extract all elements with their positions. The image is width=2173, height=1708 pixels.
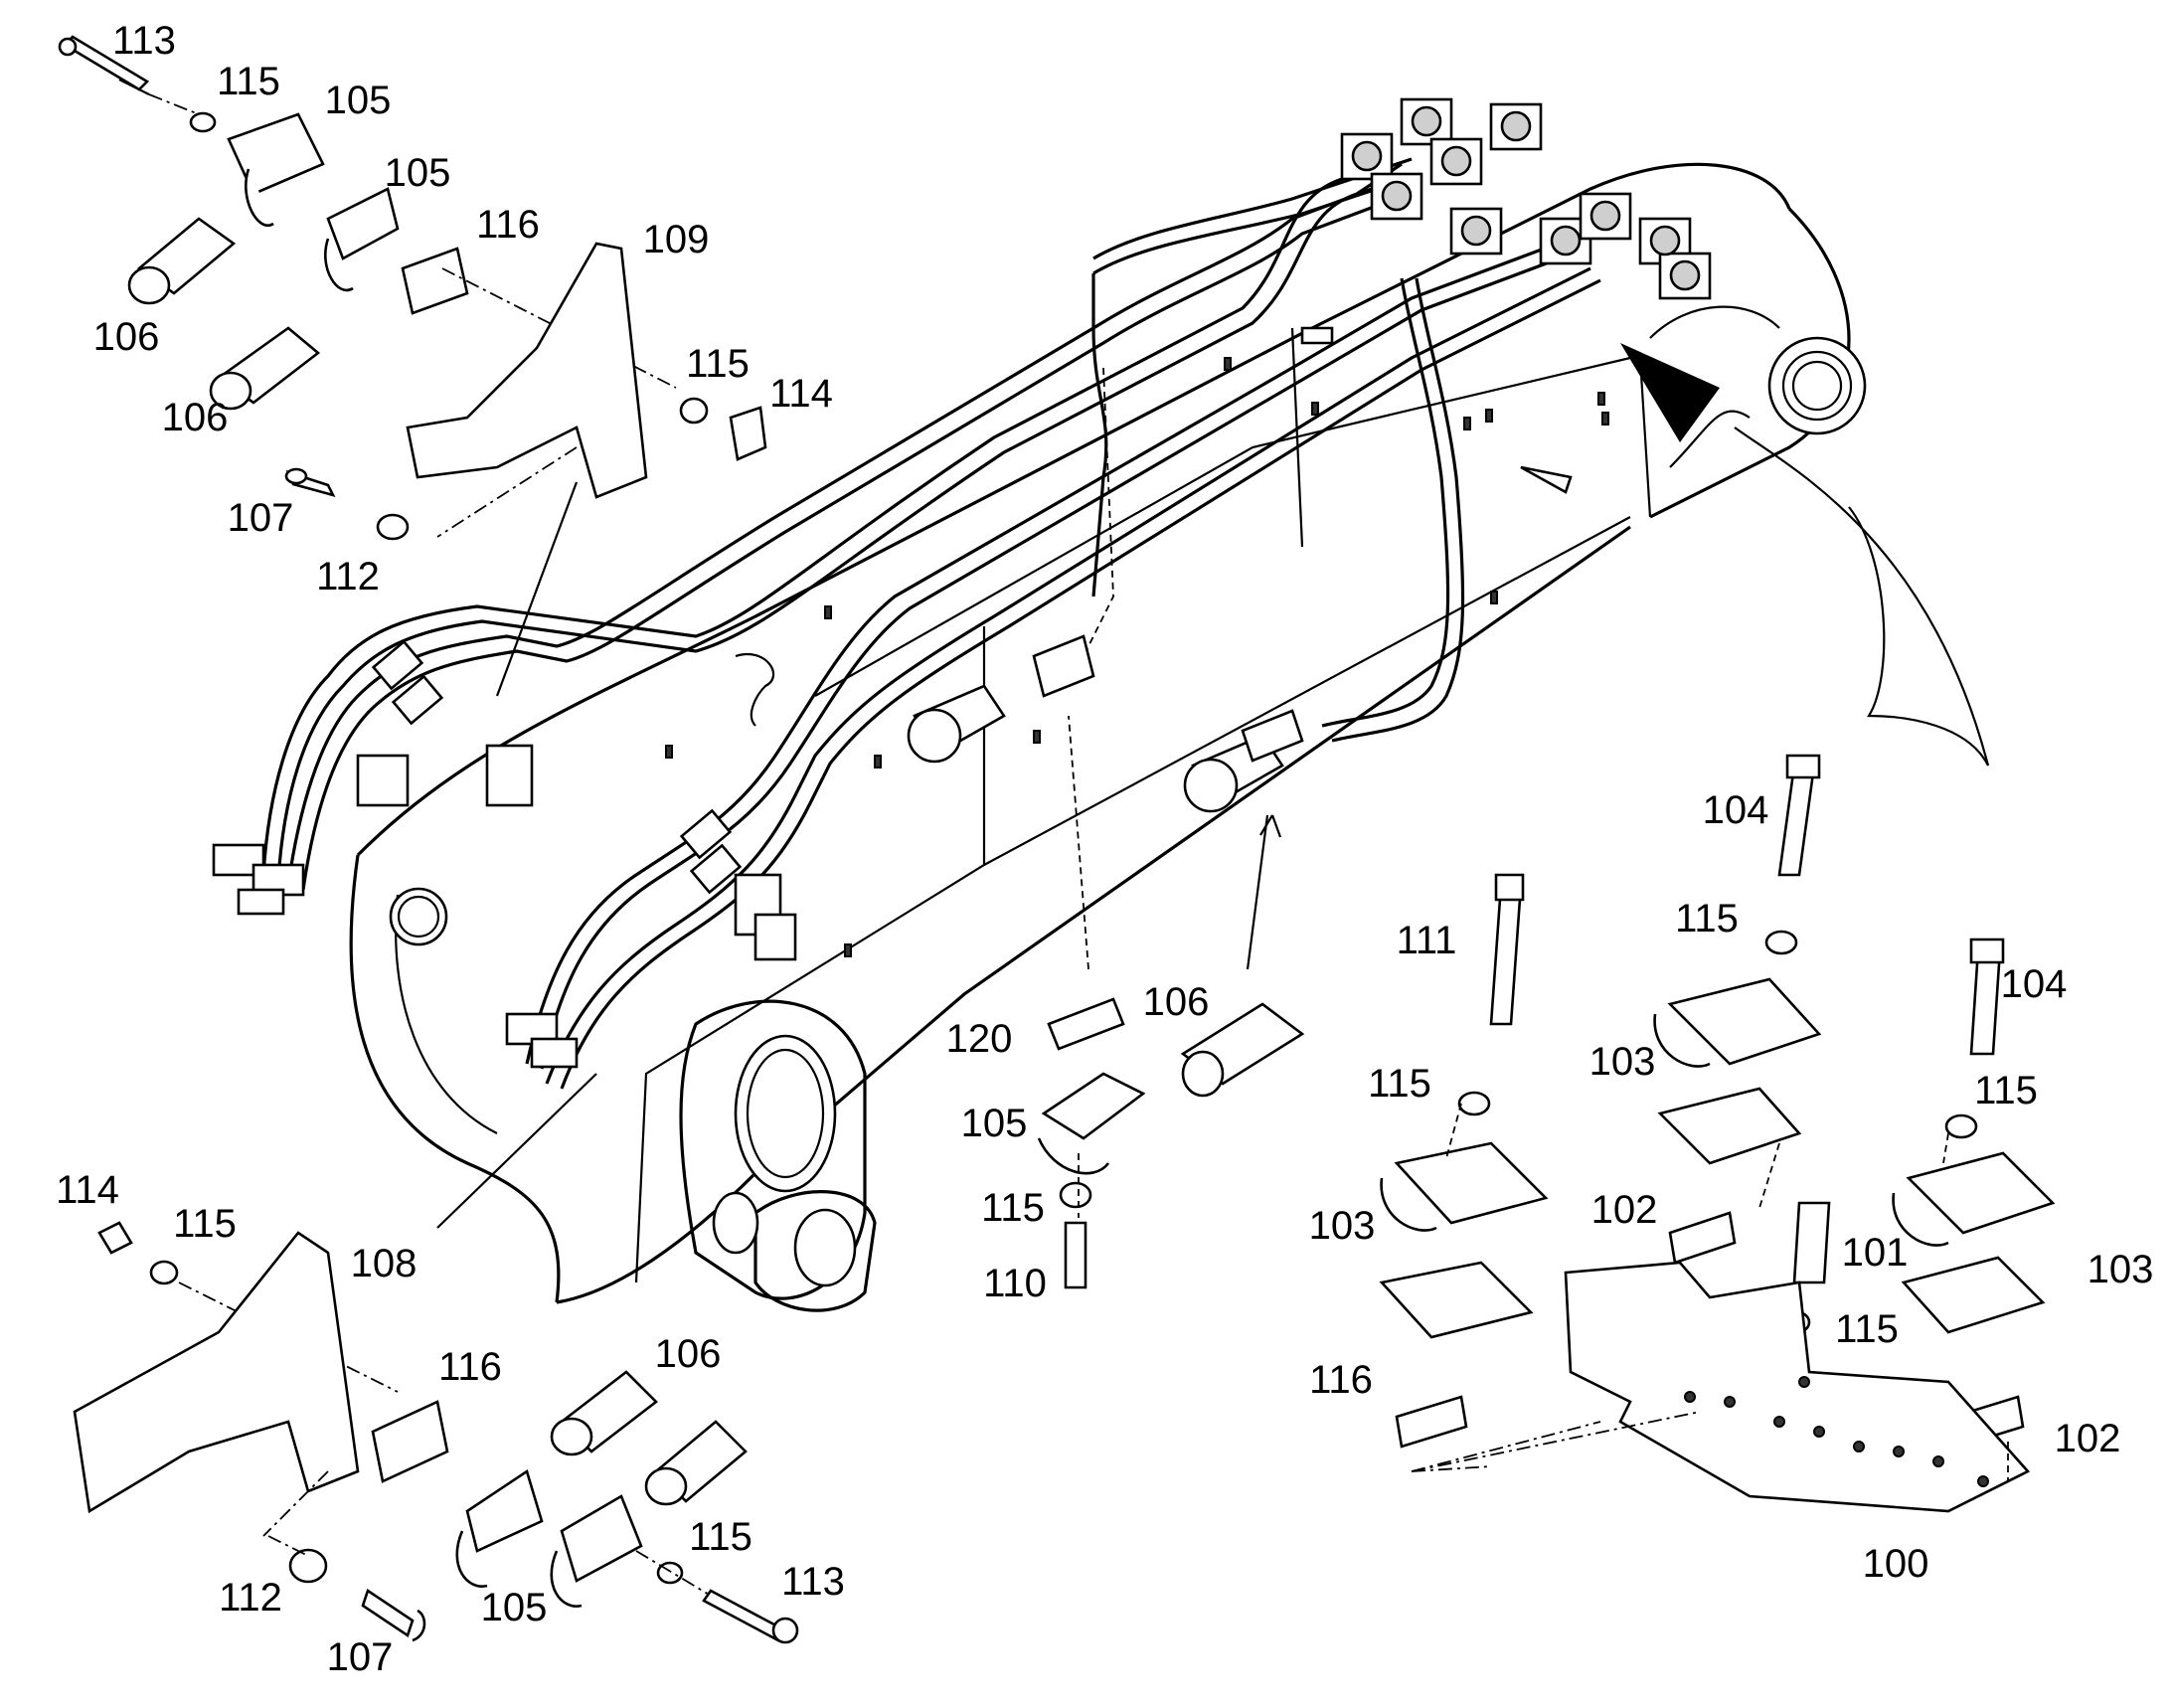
callout-107: 107 (227, 496, 294, 540)
callout-113: 113 (781, 1560, 845, 1604)
callout-114: 114 (769, 372, 833, 416)
callout-102: 102 (2054, 1417, 2121, 1460)
callout-115: 115 (1974, 1069, 2038, 1112)
callout-105: 105 (960, 1102, 1028, 1145)
callout-104: 104 (1702, 788, 1769, 832)
callout-110: 110 (983, 1262, 1047, 1305)
valve-block-lower (1183, 709, 1304, 813)
callout-106: 106 (1142, 980, 1210, 1024)
callout-115: 115 (217, 60, 280, 103)
callout-111: 111 (1396, 919, 1457, 962)
callout-115: 115 (981, 1186, 1045, 1230)
callout-115: 115 (689, 1515, 752, 1559)
boom-arm (349, 162, 1867, 1312)
callout-116: 116 (438, 1345, 502, 1389)
exploded-group-top-left (58, 35, 767, 541)
callout-105: 105 (480, 1586, 548, 1629)
callout-120: 120 (945, 1017, 1013, 1061)
callout-115: 115 (173, 1202, 237, 1246)
callout-109: 109 (642, 218, 710, 261)
callout-104: 104 (2000, 962, 2068, 1006)
callout-115: 115 (1675, 897, 1739, 940)
callout-103: 103 (2087, 1248, 2154, 1291)
callout-105: 105 (384, 151, 451, 195)
callout-106: 106 (654, 1332, 722, 1376)
hydraulic-tubes (212, 97, 1712, 1090)
callout-116: 116 (476, 203, 540, 247)
callout-100: 100 (1862, 1542, 1929, 1586)
callout-103: 103 (1588, 1040, 1656, 1084)
exploded-group-right (1379, 754, 2056, 1513)
callout-115: 115 (1835, 1307, 1899, 1351)
valve-block-upper (907, 634, 1095, 764)
exploded-group-bottom-left (73, 1221, 799, 1644)
callout-103: 103 (1308, 1204, 1376, 1248)
callout-116: 116 (1309, 1358, 1373, 1402)
callout-108: 108 (350, 1242, 418, 1285)
callout-106: 106 (92, 315, 160, 359)
callout-114: 114 (56, 1168, 119, 1212)
callout-102: 102 (1590, 1188, 1658, 1232)
callout-101: 101 (1841, 1231, 1909, 1275)
callout-115: 115 (1368, 1062, 1431, 1106)
detail-arrow (1620, 343, 1990, 767)
callout-115: 115 (686, 342, 750, 386)
leader-lines (436, 481, 1282, 1229)
callout-113: 113 (112, 19, 176, 63)
callout-105: 105 (324, 79, 392, 122)
exploded-group-center (1037, 997, 1305, 1289)
callout-107: 107 (326, 1635, 394, 1679)
callout-112: 112 (219, 1576, 282, 1620)
callout-106: 106 (161, 396, 229, 439)
callout-112: 112 (316, 555, 380, 598)
